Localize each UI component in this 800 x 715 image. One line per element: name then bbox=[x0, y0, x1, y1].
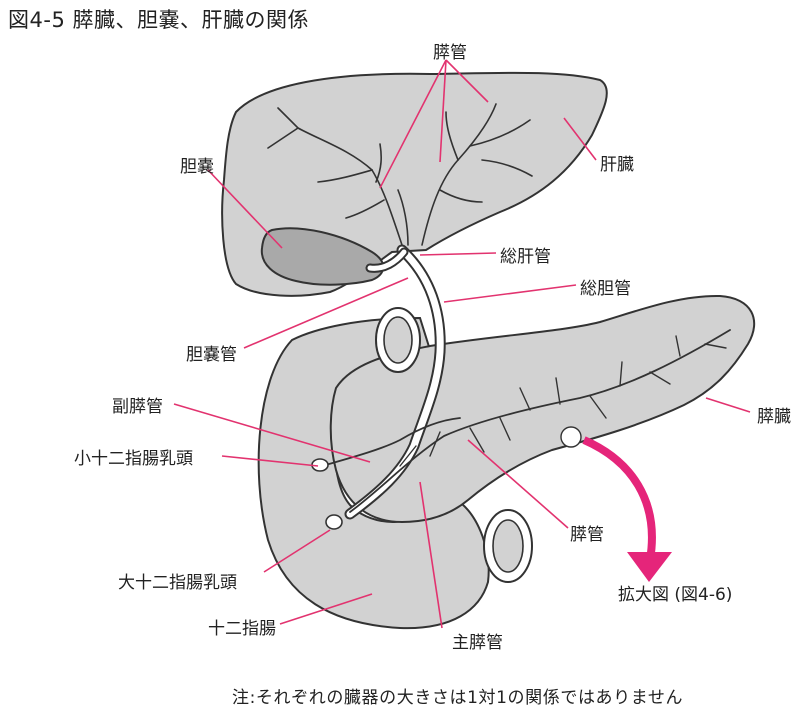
gallbladder-shape bbox=[260, 227, 385, 286]
label-common-hepatic-duct: 総肝管 bbox=[500, 247, 551, 267]
label-main-pancreatic-duct: 主膵管 bbox=[452, 633, 503, 653]
label-magnified: 拡大図 (図4-6) bbox=[618, 585, 733, 605]
major-papilla-mark bbox=[325, 514, 343, 530]
cross-section-lower bbox=[483, 509, 533, 583]
intrahepatic-ducts bbox=[267, 103, 533, 246]
label-liver: 肝臓 bbox=[600, 155, 634, 175]
pancreatic-ducts bbox=[321, 329, 731, 513]
magnify-arrow bbox=[582, 436, 656, 561]
leader-lines bbox=[173, 59, 751, 629]
label-common-bile-duct: 総胆管 bbox=[580, 279, 631, 299]
footnote: 注:それぞれの臓器の大きさは1対1の関係ではありません bbox=[232, 688, 684, 708]
label-accessory-pancreatic-duct: 副膵管 bbox=[112, 397, 163, 417]
label-duodenum: 十二指腸 bbox=[208, 619, 276, 639]
label-major-papilla: 大十二指腸乳頭 bbox=[118, 573, 237, 593]
label-minor-papilla: 小十二指腸乳頭 bbox=[74, 449, 193, 469]
label-cystic-duct: 胆嚢管 bbox=[186, 345, 237, 365]
label-pancreatic-duct-bottom: 膵管 bbox=[570, 525, 604, 545]
label-pancreas: 膵臓 bbox=[757, 407, 791, 427]
cross-section-upper bbox=[375, 307, 421, 373]
magnify-spot bbox=[560, 426, 582, 448]
label-gallbladder: 胆嚢 bbox=[180, 157, 214, 177]
figure-title: 図4-5 膵臓、胆嚢、肝臓の関係 bbox=[8, 8, 309, 32]
label-pancreatic-duct-top: 膵管 bbox=[433, 43, 467, 63]
